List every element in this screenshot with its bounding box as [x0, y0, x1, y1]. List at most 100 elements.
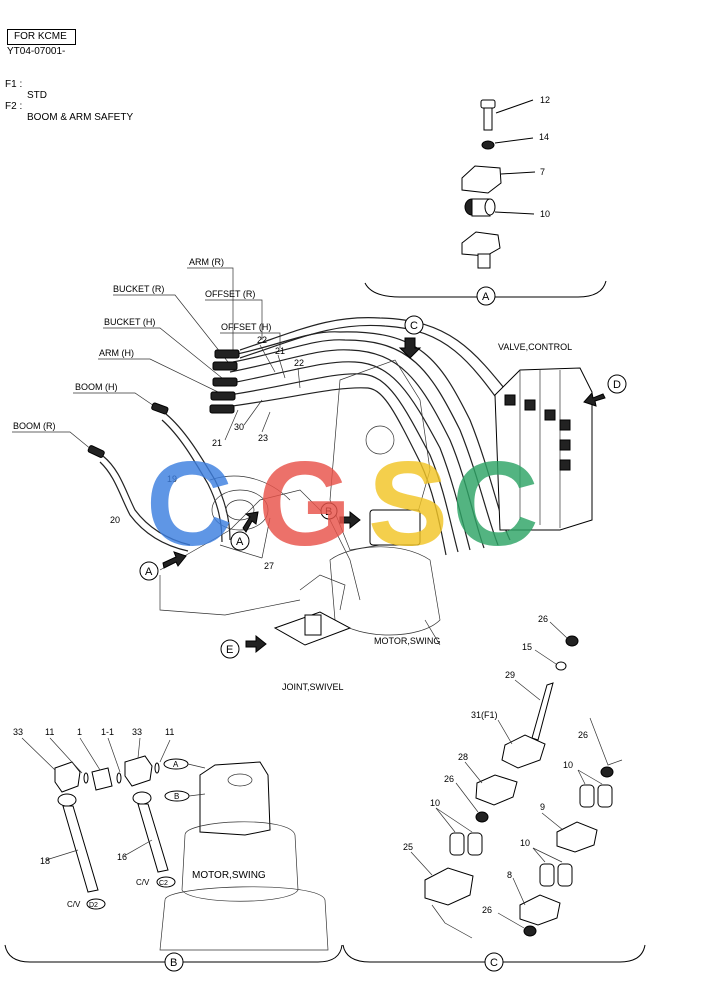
label-cv-d2-tag: D2: [89, 902, 98, 909]
part-number-14: 14: [539, 132, 549, 142]
detail-b-group: [4, 737, 343, 972]
part-number-21a: 21: [275, 346, 285, 356]
washer-15: [555, 661, 567, 671]
washer-14: [481, 137, 534, 150]
clamp-25: [424, 867, 474, 906]
watermark: C G S C: [146, 437, 539, 571]
label-cv-c2-tag: C2: [159, 880, 168, 887]
clamp-8: [519, 894, 561, 926]
serial-number: YT04-07001-: [7, 46, 66, 57]
watermark-letter-2: G: [258, 437, 351, 571]
part-number-12: 12: [540, 95, 550, 105]
part-number-30: 30: [234, 422, 244, 432]
elbow-33a: [54, 761, 81, 807]
part-number-15: 15: [522, 642, 532, 652]
port-a-label: A: [173, 760, 179, 769]
part-number-16: 16: [117, 852, 127, 862]
part-number-10a: 10: [540, 209, 550, 219]
part-number-26c: 26: [482, 905, 492, 915]
part-number-29: 29: [505, 670, 515, 680]
hose-label-arm-h: ARM (H): [99, 348, 134, 358]
f1-value: STD: [27, 90, 47, 101]
swing-motor-detail: [159, 761, 329, 951]
swing-motor-main: [329, 509, 441, 646]
part-number-11a: 11: [45, 727, 54, 737]
hose-label-boom-h: BOOM (H): [75, 382, 118, 392]
part-number-33b: 33: [132, 727, 142, 737]
elbow-33b: [124, 755, 153, 805]
adapter-1: [91, 767, 113, 791]
swivel-joint: [273, 574, 352, 646]
hose-label-boom-r: BOOM (R): [13, 421, 56, 431]
nut-26b: [475, 811, 489, 823]
part-number-10c: 10: [563, 760, 573, 770]
part-number-26d: 26: [578, 730, 588, 740]
f2-value: BOOM & ARM SAFETY: [27, 112, 134, 123]
label-motor-swing-detail: MOTOR,SWING: [192, 870, 266, 881]
callout-c: C: [410, 320, 418, 332]
main-assembly: [12, 267, 627, 659]
f2-key: F2 :: [5, 101, 23, 112]
cushions-10c: [579, 784, 613, 808]
clamp-7: [461, 165, 536, 194]
part-number-11b: 11: [165, 727, 174, 737]
clamp-9: [556, 821, 598, 853]
part-number-7: 7: [540, 167, 545, 177]
hose-label-offset-r: OFFSET (R): [205, 289, 255, 299]
detail-b-label: B: [170, 957, 177, 969]
label-joint-swivel: JOINT,SWIVEL: [282, 682, 344, 692]
part-number-22b: 22: [294, 358, 304, 368]
watermark-letter-3: S: [368, 437, 448, 571]
label-cv-d2: C/V: [67, 900, 81, 909]
callout-a-right: A: [236, 536, 244, 548]
label-valve-control: VALVE,CONTROL: [498, 342, 572, 352]
part-number-26b: 26: [444, 774, 454, 784]
for-kcme-label: FOR KCME: [7, 29, 76, 45]
part-number-21b: 21: [212, 438, 222, 448]
part-number-26a: 26: [538, 614, 548, 624]
callout-a-left: A: [145, 566, 153, 578]
hose-16: [137, 803, 169, 873]
detail-a-label: A: [482, 291, 490, 303]
part-number-23: 23: [258, 433, 268, 443]
callout-e: E: [226, 644, 233, 656]
nut-26a: [565, 635, 579, 647]
part-number-25: 25: [403, 842, 413, 852]
callout-b: B: [325, 506, 332, 518]
watermark-letter-1: C: [146, 437, 233, 571]
part-number-22a: 22: [257, 335, 267, 345]
hose-label-bucket-r: BUCKET (R): [113, 284, 164, 294]
part-number-1: 1: [77, 727, 82, 737]
part-number-19: 19: [167, 474, 177, 484]
watermark-letter-4: C: [452, 437, 539, 571]
part-number-28: 28: [458, 752, 468, 762]
part-number-1-1: 1-1: [101, 727, 114, 737]
port-b-marker: [164, 790, 206, 802]
bolt-29: [531, 682, 554, 741]
cushions-10d: [539, 863, 573, 887]
f1-key: F1 :: [5, 79, 23, 90]
oring-11a: [83, 772, 89, 784]
part-number-33a: 33: [13, 727, 23, 737]
hose-label-offset-h: OFFSET (H): [221, 322, 271, 332]
hose-label-arm-r: ARM (R): [189, 257, 224, 267]
label-cv-c2: C/V: [136, 878, 150, 887]
valve-control-block: [494, 367, 593, 531]
clamp-31: [501, 734, 546, 769]
hose-18: [62, 805, 99, 893]
oring-1-1: [116, 772, 122, 784]
part-number-9: 9: [540, 802, 545, 812]
oring-11b: [154, 762, 160, 774]
detail-c-label: C: [490, 957, 498, 969]
detail-c-group: [342, 621, 646, 972]
cushions-10b: [449, 832, 483, 856]
clamp-base: [461, 231, 501, 269]
callout-d: D: [613, 379, 621, 391]
detail-a-group: [364, 99, 607, 306]
port-a-marker: [163, 758, 206, 770]
part-number-20: 20: [110, 515, 120, 525]
part-number-27: 27: [264, 561, 274, 571]
clamp-28: [475, 774, 518, 806]
part-number-8: 8: [507, 870, 512, 880]
